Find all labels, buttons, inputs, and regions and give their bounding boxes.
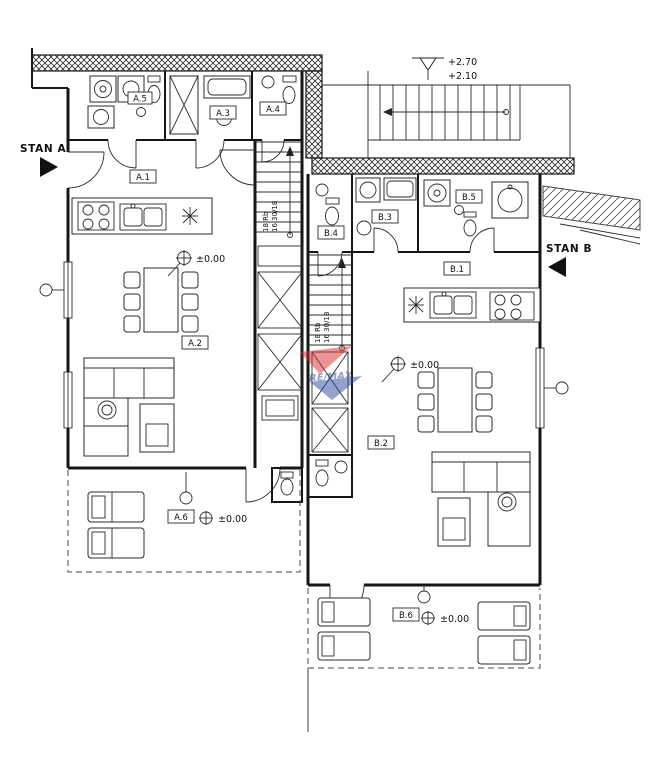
room-label-b6: B.6 bbox=[399, 611, 413, 621]
stan-b-arrow-icon bbox=[548, 257, 566, 277]
room-label-b4: B.4 bbox=[324, 229, 338, 239]
exterior-walls bbox=[31, 48, 575, 587]
elevation-markers: ±0.00 ±0.00 ±0.00 ±0.00 bbox=[167, 250, 469, 625]
axis-bubbles bbox=[39, 283, 569, 395]
terrace-b bbox=[307, 585, 541, 732]
room-label-a6: A.6 bbox=[174, 513, 188, 523]
stan-a-arrow-icon bbox=[40, 157, 58, 177]
elevation-zero-b-terrace: ±0.00 bbox=[440, 614, 469, 625]
door-swings bbox=[67, 139, 495, 620]
sofa-b bbox=[431, 451, 531, 547]
watermark: RE/MAX bbox=[300, 346, 362, 400]
interior-walls bbox=[68, 71, 540, 480]
bathroom-a3-fixtures bbox=[169, 75, 251, 135]
room-label-b5: B.5 bbox=[462, 193, 476, 203]
unit-markers: STAN A STAN B bbox=[20, 143, 592, 277]
dining-table-b bbox=[417, 367, 493, 433]
stair-b-note-1: 18 Rb bbox=[314, 322, 322, 343]
dining-table-a bbox=[123, 267, 199, 333]
stair-b-note-2: 16 30/18 bbox=[323, 312, 331, 343]
elevation-plus270: +2.70 bbox=[448, 57, 477, 68]
room-label-b3: B.3 bbox=[378, 213, 392, 223]
terrace-a bbox=[67, 470, 301, 573]
watermark-red-triangle bbox=[300, 346, 352, 374]
kitchen-b bbox=[403, 287, 541, 323]
stair-a-note-2: 16 30/18 bbox=[271, 201, 279, 232]
sofa-a bbox=[83, 357, 175, 457]
wc-a4-fixtures bbox=[261, 75, 297, 104]
room-label-b2: B.2 bbox=[374, 439, 388, 449]
watermark-blue-triangle bbox=[310, 376, 362, 400]
room-label-a5: A.5 bbox=[133, 95, 147, 105]
room-label-b1: B.1 bbox=[450, 265, 464, 275]
side-exterior-stairs bbox=[542, 185, 641, 245]
stan-a-label: STAN A bbox=[20, 143, 66, 155]
wc-b4-fixtures bbox=[315, 183, 340, 226]
stair-a-note-1: 18 Rb bbox=[262, 211, 270, 232]
kitchen-a bbox=[71, 197, 213, 235]
elevation-zero-b-living: ±0.00 bbox=[410, 360, 439, 371]
watermark-brand: RE/MAX bbox=[309, 370, 355, 384]
staircase-a: 18 Rb 16 30/18 bbox=[255, 141, 303, 503]
elevation-zero-a-terrace: ±0.00 bbox=[218, 514, 247, 525]
stan-b-label: STAN B bbox=[546, 243, 592, 255]
room-label-a2: A.2 bbox=[188, 339, 202, 349]
room-labels: A.1 A.2 A.3 A.4 A.5 A.6 B.1 B.2 B.3 B.4 … bbox=[127, 91, 483, 622]
room-label-a3: A.3 bbox=[216, 109, 230, 119]
room-label-a1: A.1 bbox=[136, 173, 150, 183]
elevation-plus210: +2.10 bbox=[448, 71, 477, 82]
upper-level-marker: +2.70 +2.10 bbox=[412, 57, 477, 82]
bathroom-b3-fixtures bbox=[355, 177, 417, 236]
elevation-zero-a-living: ±0.00 bbox=[196, 254, 225, 265]
upper-staircase bbox=[322, 71, 571, 158]
room-label-a4: A.4 bbox=[266, 105, 280, 115]
bathroom-b5-fixtures bbox=[423, 179, 529, 237]
